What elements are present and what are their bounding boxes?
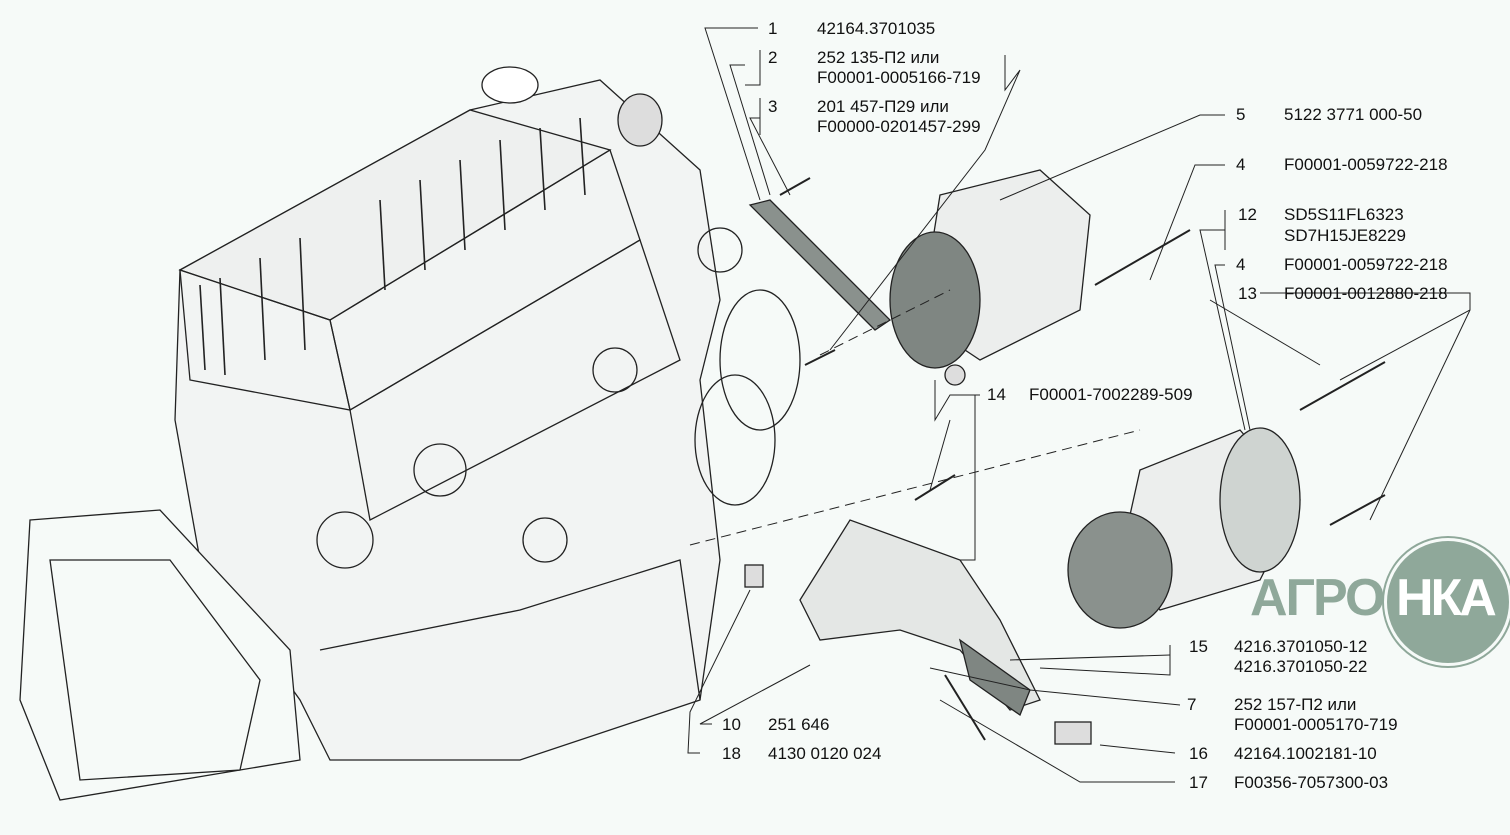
part-code: 251 646 bbox=[768, 715, 830, 734]
part-number: 12 bbox=[1238, 205, 1257, 224]
bolts bbox=[779, 177, 1386, 741]
part-code-alt: F00001-0005170-719 bbox=[1234, 715, 1398, 734]
part-code: F00001-0012880-218 bbox=[1284, 284, 1448, 303]
part-code: 4216.3701050-12 bbox=[1234, 637, 1368, 656]
brand-logo-text-right: НКА bbox=[1396, 569, 1497, 627]
part-code: F00356-7057300-03 bbox=[1234, 773, 1389, 792]
brand-logo-text: АГРО bbox=[1250, 569, 1385, 627]
part-number: 2 bbox=[768, 48, 778, 67]
part-code: F00001-7002289-509 bbox=[1029, 385, 1193, 404]
part-number: 18 bbox=[722, 744, 741, 763]
part-number: 4 bbox=[1236, 255, 1246, 274]
part-code: 42164.3701035 bbox=[817, 19, 936, 38]
part-code: 4130 0120 024 bbox=[768, 744, 882, 763]
part-code-alt: SD7H15JE8229 bbox=[1284, 226, 1406, 245]
adjusting-strap bbox=[748, 199, 892, 331]
part-number: 15 bbox=[1189, 637, 1208, 656]
part-number: 16 bbox=[1189, 744, 1208, 763]
part-number: 1 bbox=[768, 19, 778, 38]
part-code: 252 157-П2 или bbox=[1234, 695, 1357, 714]
part-number: 10 bbox=[722, 715, 741, 734]
engine-block bbox=[19, 66, 801, 801]
part-code: 5122 3771 000-50 bbox=[1284, 105, 1423, 124]
compressor-bracket bbox=[799, 519, 1041, 717]
part-number: 7 bbox=[1187, 695, 1197, 714]
leader-lines bbox=[687, 27, 1471, 783]
part-code-alt: F00000-0201457-299 bbox=[817, 117, 981, 136]
part-code: F00001-0059722-218 bbox=[1284, 155, 1448, 174]
part-number: 13 bbox=[1238, 284, 1257, 303]
part-number: 5 bbox=[1236, 105, 1246, 124]
part-code: F00001-0059722-218 bbox=[1284, 255, 1448, 274]
alternator bbox=[889, 169, 1091, 386]
ac-compressor bbox=[1067, 427, 1301, 629]
part-number: 17 bbox=[1189, 773, 1208, 792]
part-code: 42164.1002181-10 bbox=[1234, 744, 1377, 763]
brand-logo-circle bbox=[1384, 538, 1510, 666]
part-code-alt: F00001-0005166-719 bbox=[817, 68, 981, 87]
part-number: 3 bbox=[768, 97, 778, 116]
part-code-alt: 4216.3701050-22 bbox=[1234, 657, 1368, 676]
part-code: 201 457-П29 или bbox=[817, 97, 949, 116]
part-code: SD5S11FL6323 bbox=[1284, 205, 1404, 224]
union-nut bbox=[1054, 721, 1092, 745]
part-code: 252 135-П2 или bbox=[817, 48, 940, 67]
part-number: 14 bbox=[987, 385, 1006, 404]
spacer-sleeve bbox=[744, 564, 764, 588]
part-number: 4 bbox=[1236, 155, 1246, 174]
